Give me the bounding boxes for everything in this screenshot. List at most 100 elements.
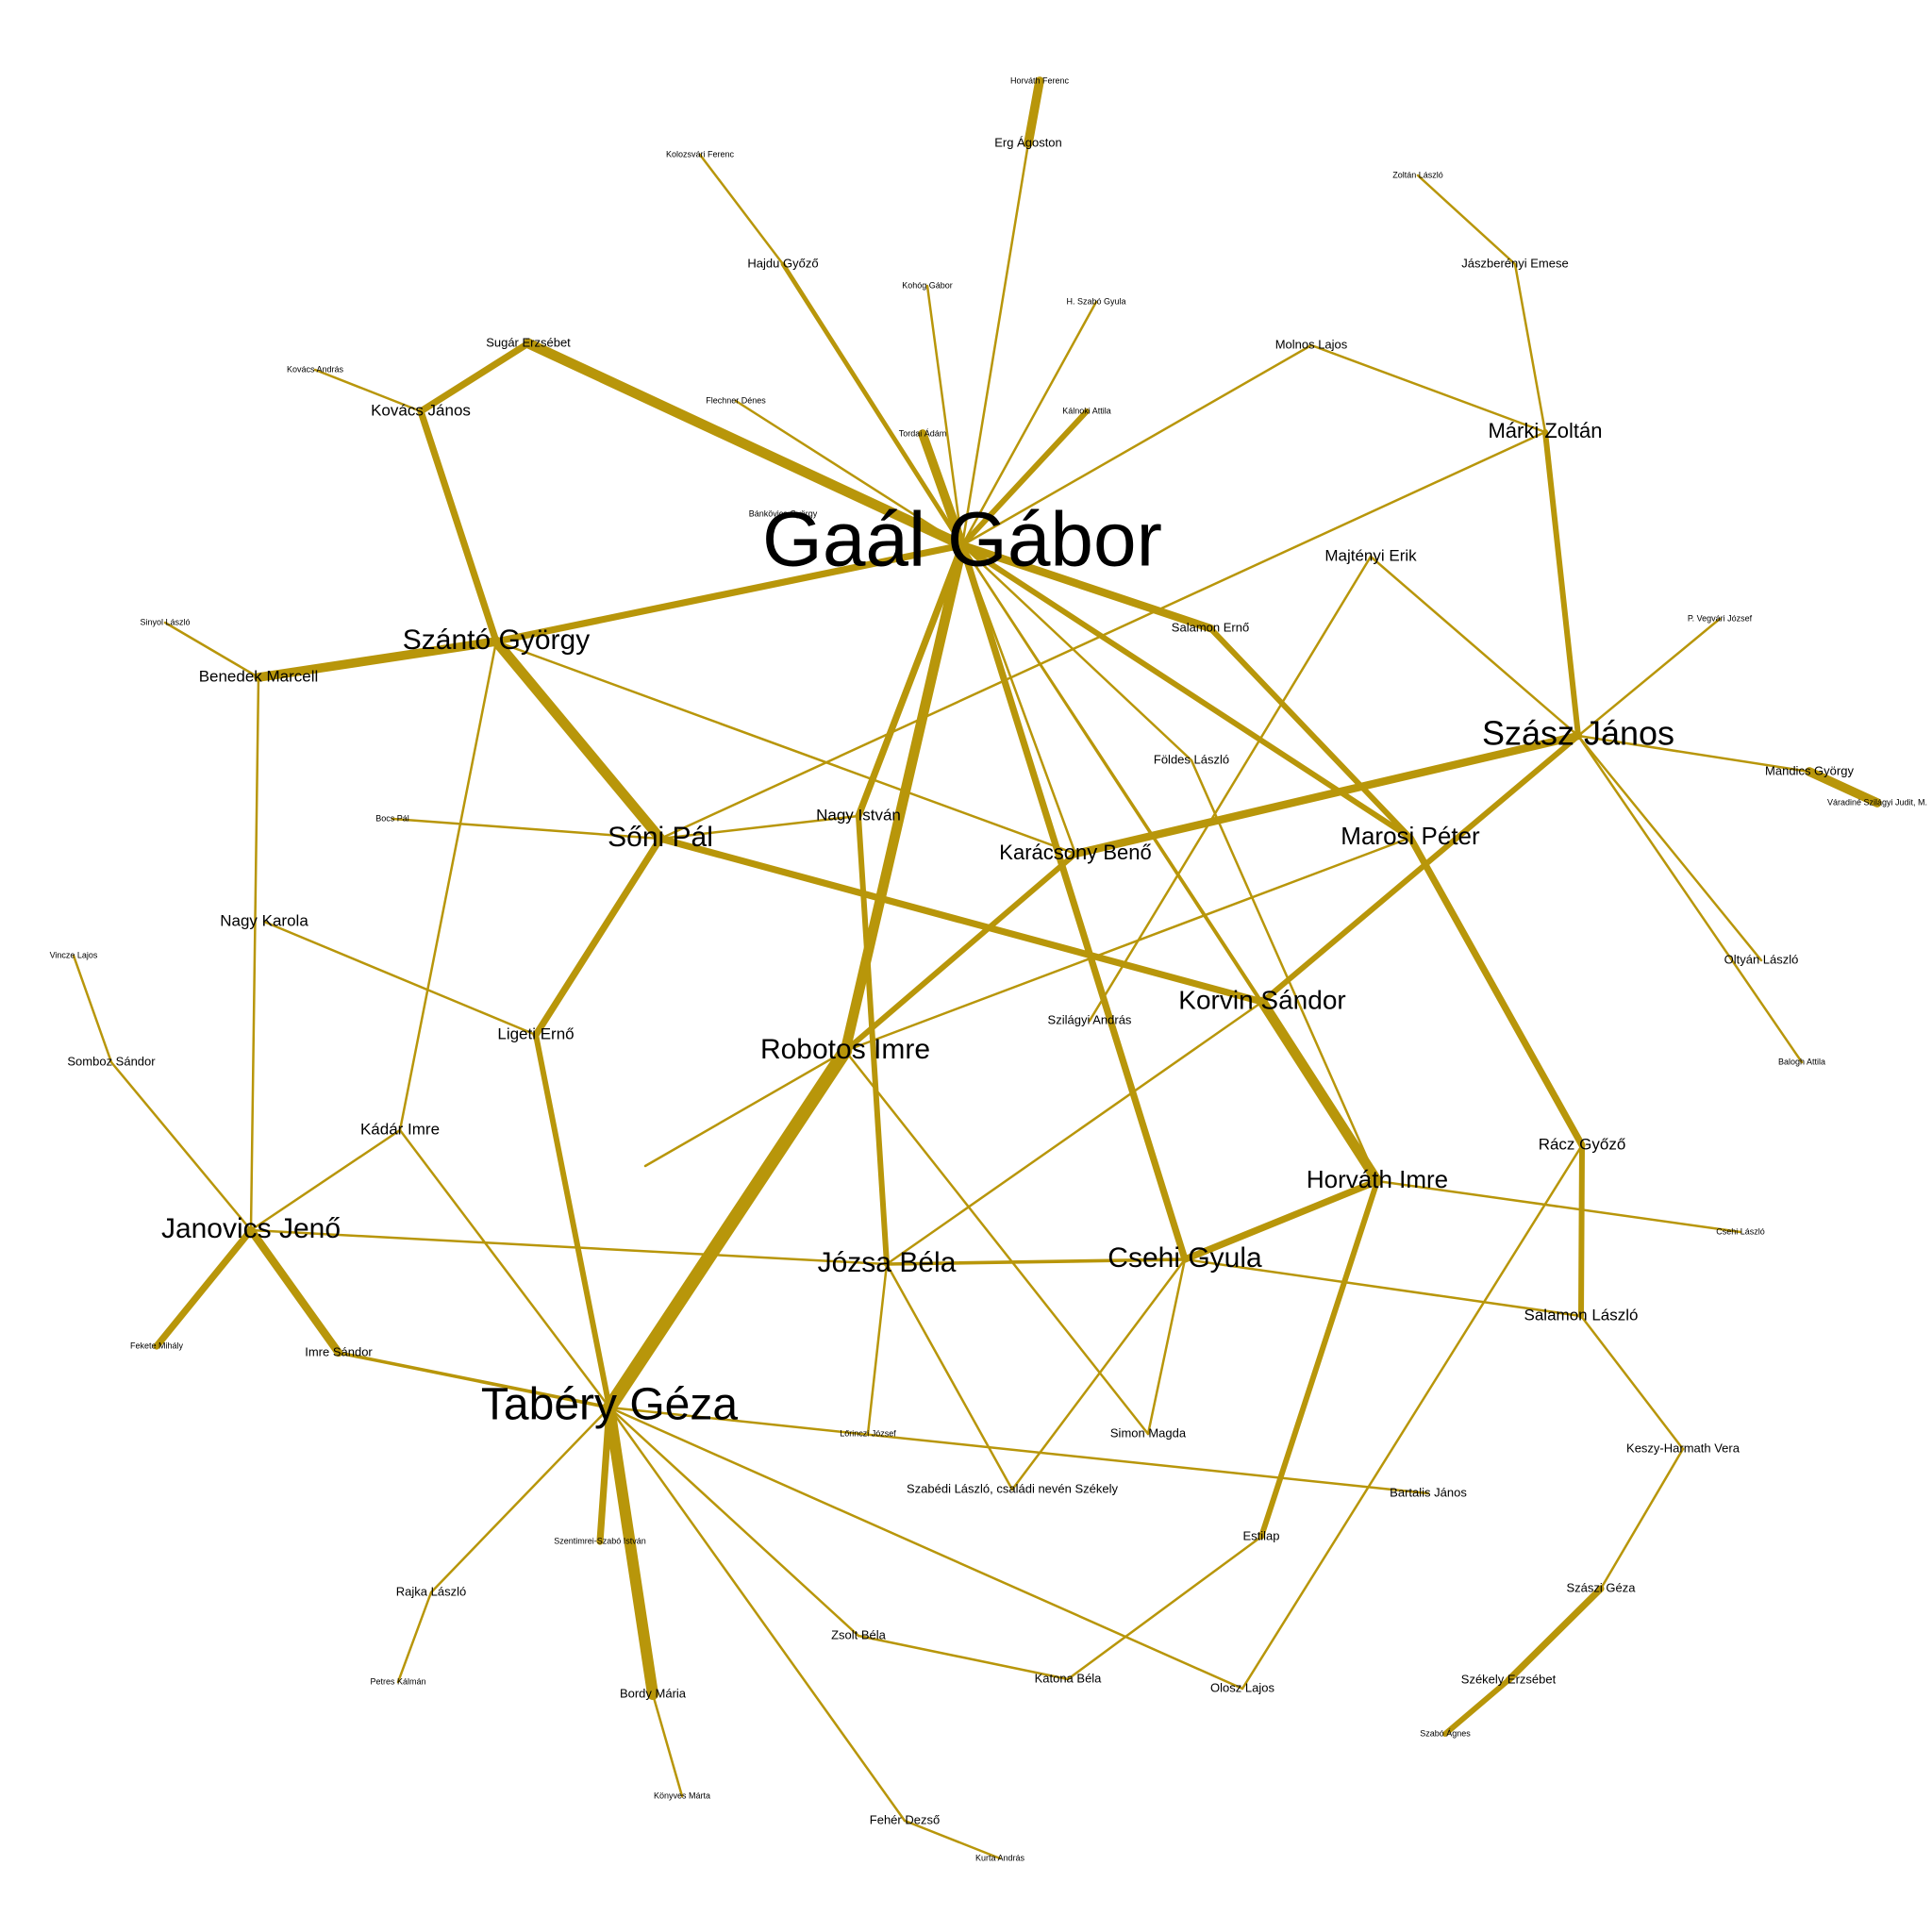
node-label-majtenyi[interactable]: Majtényi Erik	[1324, 546, 1417, 564]
node-label-pvegvari[interactable]: P. Vegvári József	[1688, 613, 1753, 623]
edge-imre-tabery	[337, 1351, 611, 1409]
node-label-szabag[interactable]: Szabó Ágnes	[1420, 1728, 1471, 1738]
node-label-salamone[interactable]: Salamon Ernő	[1172, 620, 1249, 634]
edge-foldes-horvathi	[1190, 758, 1379, 1183]
node-label-soni[interactable]: Sőni Pál	[608, 822, 713, 853]
node-label-szanto[interactable]: Szántó György	[403, 625, 590, 656]
node-label-sinyol[interactable]: Sinyol László	[140, 617, 190, 626]
node-label-horvathi[interactable]: Horváth Imre	[1307, 1165, 1448, 1193]
edge-marki-soni	[658, 430, 1547, 841]
edge-mandics-varadine	[1805, 767, 1882, 808]
node-label-olosz[interactable]: Olosz Lajos	[1210, 1680, 1274, 1694]
node-label-karacsony[interactable]: Karácsony Benő	[999, 841, 1151, 864]
edge-korvin-jozsa	[885, 1000, 1264, 1266]
node-label-bocs[interactable]: Bocs Pál	[375, 813, 409, 823]
node-label-vincze[interactable]: Vincze Lajos	[50, 950, 98, 959]
node-label-estilap[interactable]: Estilap	[1242, 1528, 1279, 1542]
node-label-kohog[interactable]: Kohóg Gábor	[902, 280, 953, 290]
node-label-varadine[interactable]: Váradiné Szilágyi Judit, M.	[1827, 797, 1927, 807]
node-label-simon[interactable]: Simon Magda	[1110, 1425, 1187, 1440]
edge-marosi-robotos	[843, 836, 1412, 1053]
node-label-keszy[interactable]: Keszy-Harmath Vera	[1626, 1441, 1740, 1455]
node-label-szilagyi[interactable]: Szilágyi András	[1048, 1012, 1132, 1026]
node-label-flechner[interactable]: Flechner Dénes	[706, 395, 766, 405]
node-label-oltyan[interactable]: Oltyán László	[1724, 952, 1799, 966]
edge-szanto-benedek	[254, 637, 501, 682]
node-label-petres[interactable]: Petres Kálmán	[370, 1676, 425, 1686]
node-label-nagyk[interactable]: Nagy Karola	[220, 911, 308, 929]
node-label-jozsa[interactable]: Józsa Béla	[818, 1247, 957, 1278]
node-label-tabery[interactable]: Tabéry Géza	[481, 1380, 738, 1430]
node-label-tordai[interactable]: Tordai Ádám	[899, 428, 947, 438]
edge-tabery-olosz	[608, 1406, 1244, 1690]
edge-jozsa-szabedi	[885, 1262, 1014, 1491]
node-label-molnar[interactable]: Molnos Lajos	[1275, 337, 1348, 351]
node-label-hajdu[interactable]: Hajdu Győző	[747, 256, 818, 270]
node-label-szasz[interactable]: Szász János	[1482, 714, 1674, 753]
node-label-janovics[interactable]: Janovics Jenő	[161, 1213, 341, 1244]
edge-szanto-karacsony	[494, 640, 1077, 856]
edge-ligeti-tabery	[533, 1032, 612, 1410]
node-label-imre[interactable]: Imre Sándor	[305, 1344, 373, 1358]
edge-sugar-kovacsjanos	[417, 340, 532, 415]
node-label-erg[interactable]: Erg Ágoston	[994, 135, 1062, 149]
node-label-mandics[interactable]: Mandics György	[1765, 763, 1854, 777]
edge-szasz-korvin	[1259, 733, 1581, 1005]
node-label-csehil[interactable]: Csehi László	[1716, 1226, 1765, 1236]
node-label-rajka[interactable]: Rajka László	[396, 1584, 466, 1598]
node-label-nagyi[interactable]: Nagy István	[816, 806, 901, 824]
node-label-konyves[interactable]: Könyves Márta	[654, 1790, 710, 1800]
node-label-kovacsjanos[interactable]: Kovács János	[371, 401, 471, 419]
node-label-foldes[interactable]: Földes László	[1154, 752, 1229, 766]
node-label-kadar[interactable]: Kádár Imre	[360, 1120, 440, 1138]
node-label-bankovics[interactable]: Bánkövics György	[749, 508, 818, 518]
node-label-kovacsandras[interactable]: Kovács András	[287, 364, 344, 374]
edge-gaal-csehi	[958, 541, 1189, 1263]
edge-gaal-robotos	[840, 540, 968, 1057]
node-label-gaal[interactable]: Gaál Gábor	[762, 497, 1162, 583]
edge-erg-horvathf	[1024, 76, 1044, 148]
edge-horvathi-estilap	[1258, 1178, 1380, 1540]
edge-zsoltl-jaszberenyi	[1416, 174, 1517, 266]
node-label-balogh[interactable]: Balogh Attila	[1778, 1057, 1825, 1066]
node-label-lorinczi[interactable]: Lőrinczi József	[840, 1428, 896, 1438]
edge-janovics-jozsa	[249, 1228, 889, 1266]
node-label-salamonl[interactable]: Salamon László	[1524, 1306, 1639, 1324]
node-label-horvathf[interactable]: Horváth Ferenc	[1010, 75, 1070, 85]
edge-salamone-marosi	[1208, 625, 1413, 841]
node-label-feketem[interactable]: Fekete Mihály	[130, 1341, 184, 1350]
node-label-marosi[interactable]: Marosi Péter	[1341, 822, 1480, 850]
node-label-jaszberenyi[interactable]: Jászberényi Emese	[1461, 256, 1568, 270]
node-label-somboz[interactable]: Somboz Sándor	[67, 1054, 156, 1068]
edge-csehi-szabedi	[1010, 1257, 1187, 1491]
node-label-szabedi[interactable]: Szabédi László, családi nevén Székely	[907, 1481, 1119, 1495]
node-label-zsoltl[interactable]: Zoltán László	[1392, 170, 1443, 179]
node-label-bartalis[interactable]: Bartalis János	[1390, 1485, 1467, 1499]
node-label-feher[interactable]: Fehér Dezső	[870, 1812, 940, 1826]
edge-szasz-pvegvari	[1576, 617, 1722, 738]
node-label-robotos[interactable]: Robotos Imre	[760, 1034, 930, 1065]
node-label-katona[interactable]: Katona Béla	[1035, 1671, 1103, 1685]
node-label-zsolt[interactable]: Zsolt Béla	[831, 1627, 887, 1641]
node-label-kurtaa[interactable]: Kurta András	[975, 1853, 1025, 1862]
node-label-racz[interactable]: Rácz Győző	[1539, 1135, 1626, 1153]
edge-bordy-konyves	[651, 1692, 684, 1798]
node-label-sugar[interactable]: Sugár Erzsébet	[486, 335, 571, 349]
edge-szasz-karacsony	[1071, 731, 1583, 858]
node-label-marki[interactable]: Márki Zoltán	[1488, 419, 1602, 442]
node-label-benedek[interactable]: Benedek Marcell	[199, 667, 319, 685]
node-label-kalnoki[interactable]: Kálnoki Attila	[1062, 406, 1111, 415]
edge-szasz-oltyan	[1576, 734, 1763, 962]
edge-tabery-feher	[608, 1406, 907, 1823]
edge-horvathi-csehil	[1375, 1179, 1742, 1234]
node-label-szekelye[interactable]: Székely Erzsébet	[1461, 1672, 1557, 1686]
edge-gaal-hszabo	[960, 300, 1098, 547]
node-label-szaszg[interactable]: Szászi Géza	[1567, 1580, 1637, 1594]
node-label-kolozsvarif[interactable]: Kolozsvári Ferenc	[666, 149, 735, 158]
node-label-csehi[interactable]: Csehi Gyula	[1108, 1242, 1262, 1274]
node-label-hszabo[interactable]: H. Szabó Gyula	[1066, 296, 1125, 306]
node-label-bordy[interactable]: Bordy Mária	[620, 1686, 687, 1700]
node-label-korvin[interactable]: Korvin Sándor	[1178, 985, 1345, 1014]
node-label-ligeti[interactable]: Ligeti Ernő	[497, 1024, 574, 1042]
node-label-szentimrei[interactable]: Szentimrei-Szabó István	[554, 1536, 646, 1545]
